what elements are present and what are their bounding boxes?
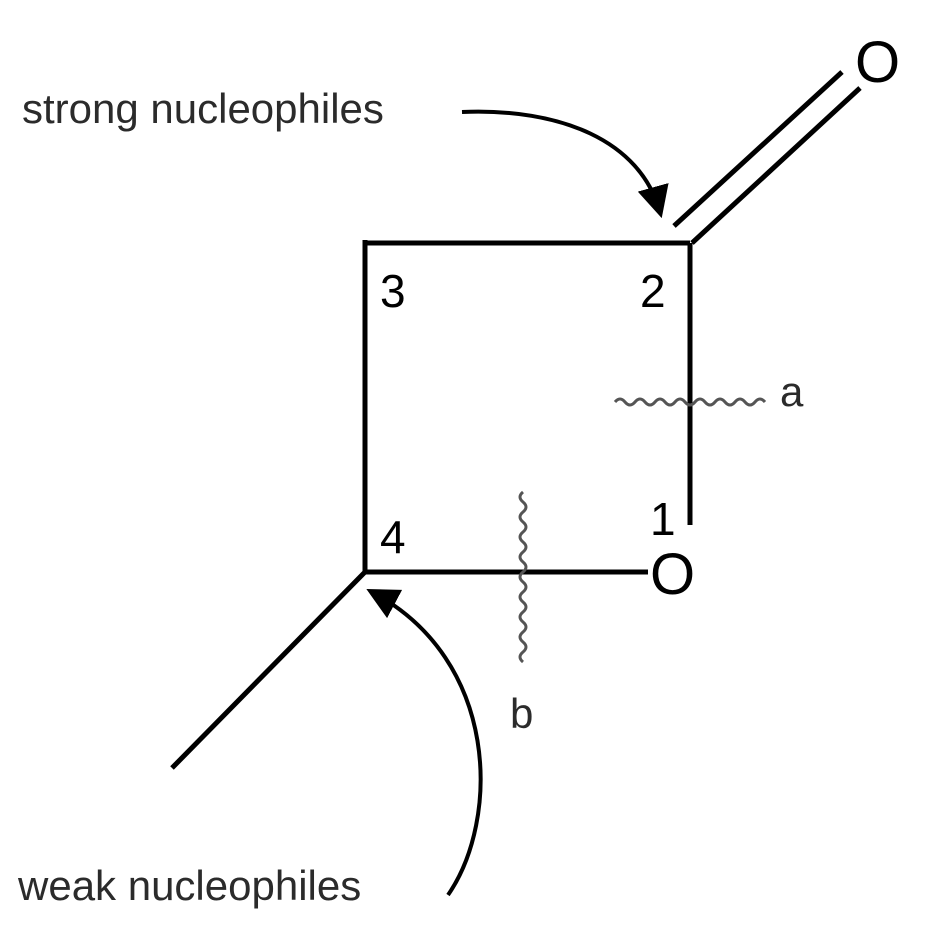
strong-nucleophiles-arrow: [461, 109, 669, 219]
strong-nucleophiles-label: strong nucleophiles: [22, 85, 384, 132]
carbonyl-double-bond-outer: [690, 86, 862, 245]
position-1-label: 1: [650, 493, 676, 545]
position-2-label: 2: [640, 265, 666, 317]
position-3-label: 3: [380, 265, 406, 317]
position-4-label: 4: [380, 511, 406, 563]
carbonyl-oxygen: O: [855, 30, 900, 95]
weak-nucleophiles-arrow: [366, 588, 483, 897]
methyl-bond: [170, 570, 367, 770]
carbonyl-double-bond-inner: [672, 70, 844, 228]
cleavage-label-a: a: [780, 368, 804, 415]
cleavage-line-a: [613, 397, 767, 407]
weak-nucleophiles-label: weak nucleophiles: [17, 862, 361, 909]
cleavage-label-b: b: [510, 690, 533, 737]
cleavage-line-b: [518, 490, 528, 664]
ring-oxygen: O: [650, 542, 695, 607]
